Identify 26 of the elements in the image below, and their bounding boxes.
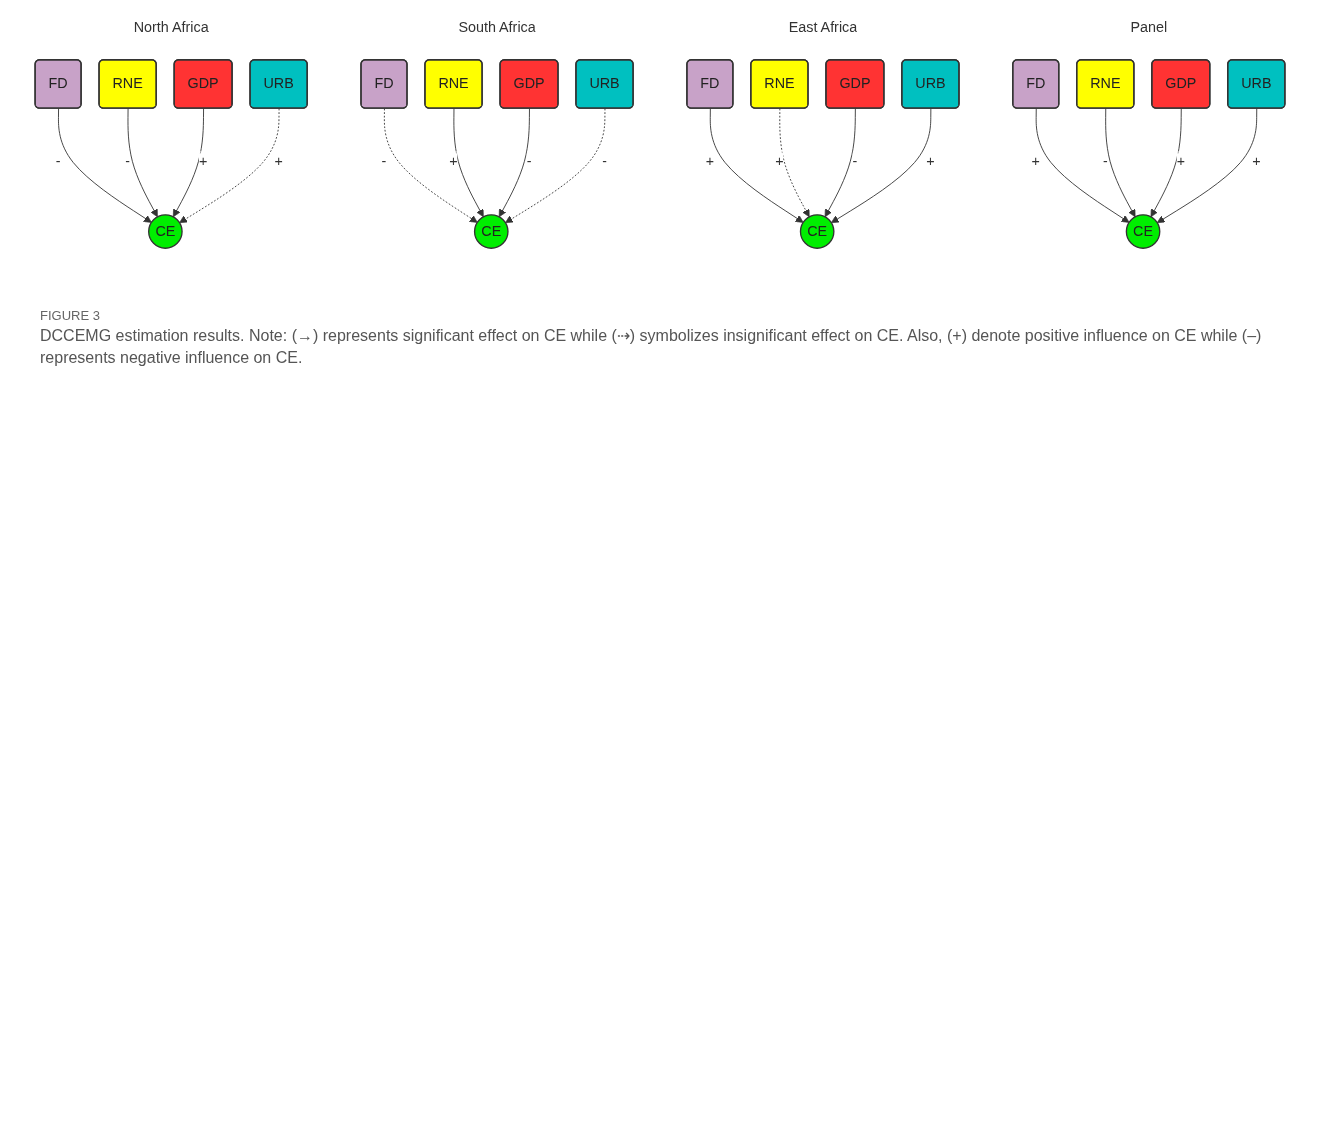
label: East Africa bbox=[788, 19, 858, 36]
edge-label: + bbox=[274, 153, 283, 169]
figure-number: FIGURE 3 bbox=[40, 307, 101, 323]
edge-label: - bbox=[125, 153, 131, 169]
caption: DCCEMG estimation results. Note: (→) represents significant effect on CE while (⇢) symbolizes insignificant effect on CE. Also, (+) denote positive influence on CE while (–) represents negative influence on CE. bbox=[40, 325, 1263, 369]
edge-label: - bbox=[526, 153, 532, 169]
label: South Africa bbox=[458, 19, 536, 36]
edge-label: - bbox=[1102, 153, 1108, 169]
edge-label: + bbox=[1252, 153, 1261, 169]
edge-label: - bbox=[381, 153, 387, 169]
edge-label: + bbox=[1031, 153, 1040, 169]
node-circle: CE bbox=[473, 214, 509, 249]
edge-label: + bbox=[926, 153, 935, 169]
node-circle: CE bbox=[1125, 214, 1161, 249]
edge-label: - bbox=[602, 153, 607, 169]
node-circle: CE bbox=[799, 214, 835, 249]
edge-label: - bbox=[852, 153, 858, 169]
edge-label: + bbox=[198, 153, 208, 169]
node-circle: CE bbox=[148, 214, 183, 249]
label: Panel bbox=[1130, 19, 1168, 36]
edge-label: + bbox=[705, 153, 715, 169]
edge-label: - bbox=[55, 153, 61, 169]
label: North Africa bbox=[133, 19, 209, 36]
edge-label: + bbox=[449, 153, 458, 169]
edge-label: + bbox=[775, 153, 784, 169]
edge-label: + bbox=[1176, 153, 1185, 169]
